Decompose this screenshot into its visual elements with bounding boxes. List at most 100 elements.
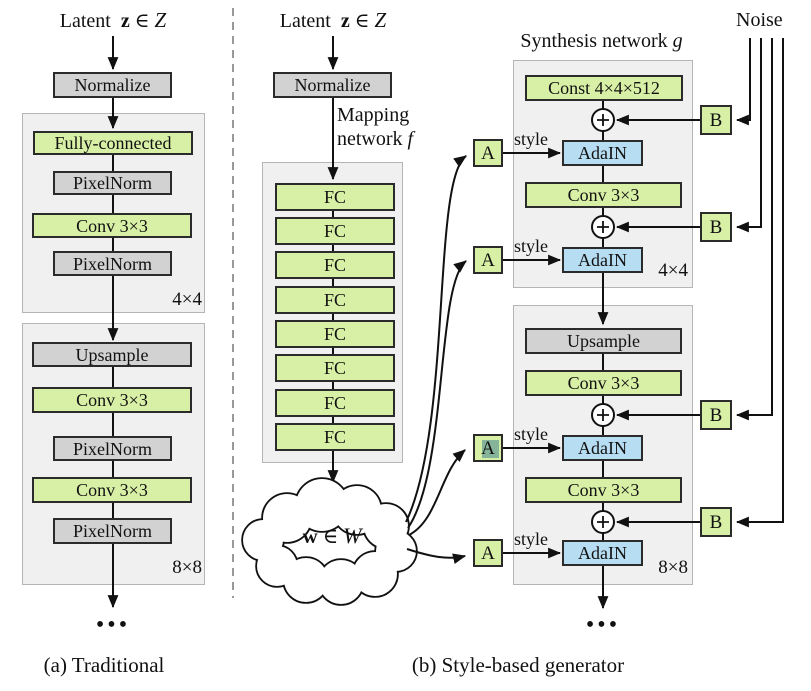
pixelnorm-box-a4: PixelNorm bbox=[53, 518, 172, 544]
style-label-1: style bbox=[514, 129, 548, 150]
style-text-3: style bbox=[514, 424, 548, 444]
fc-label-5: FC bbox=[323, 324, 347, 344]
pixelnorm-label-a1: PixelNorm bbox=[73, 173, 152, 193]
synthesis-title: Synthesis network g bbox=[491, 30, 712, 53]
conv-label-a2: Conv 3×3 bbox=[76, 390, 148, 410]
upsample-box-g: Upsample bbox=[525, 328, 682, 354]
fc-label-7: FC bbox=[323, 393, 347, 413]
style-label-4: style bbox=[514, 529, 548, 550]
normalize-label-b: Normalize bbox=[294, 75, 371, 95]
style-text-1: style bbox=[514, 129, 548, 149]
latent-var-a: z bbox=[120, 10, 130, 32]
latent-space-b: Z bbox=[374, 8, 387, 32]
conv-label-g1: Conv 3×3 bbox=[567, 185, 640, 205]
adain-label-3: AdaIN bbox=[578, 438, 627, 458]
mapping-network-label: Mapping network f bbox=[337, 103, 413, 151]
pixelnorm-label-a3: PixelNorm bbox=[73, 438, 152, 459]
fc-label-8: FC bbox=[323, 427, 347, 447]
fc-label-3: FC bbox=[323, 255, 347, 275]
conv-box-g3: Conv 3×3 bbox=[525, 477, 682, 503]
size-label-a-4x4: 4×4 bbox=[140, 289, 202, 311]
pixelnorm-box-a3: PixelNorm bbox=[53, 436, 172, 461]
b-box-4: B bbox=[700, 507, 732, 537]
conv-label-a1: Conv 3×3 bbox=[76, 215, 148, 236]
w-var: w bbox=[302, 524, 318, 548]
element-of-b: ∈ bbox=[354, 8, 370, 32]
w-element-of: ∈ bbox=[322, 524, 339, 548]
fc-box-1: FC bbox=[275, 183, 395, 211]
a-box-3: A bbox=[473, 434, 503, 462]
ellipsis-b: ••• bbox=[563, 612, 643, 639]
element-of-a: ∈ bbox=[134, 8, 150, 32]
b-label-1: B bbox=[709, 109, 723, 131]
fc-label-1: FC bbox=[323, 187, 347, 207]
a-label-3: A bbox=[481, 437, 495, 459]
w-cloud-label: w∈W bbox=[272, 523, 392, 549]
noise-text: Noise bbox=[736, 9, 783, 31]
size-text-a-8x8: 8×8 bbox=[172, 557, 202, 578]
latent-word-a: Latent bbox=[59, 10, 111, 32]
adain-box-4: AdaIN bbox=[562, 540, 643, 566]
b-box-3: B bbox=[700, 400, 732, 430]
latent-label-b: Latent z∈Z bbox=[243, 8, 423, 33]
latent-var-b: z bbox=[340, 10, 350, 32]
latent-word-b: Latent bbox=[279, 10, 331, 32]
const-box: Const 4×4×512 bbox=[525, 75, 683, 101]
conv-box-a3: Conv 3×3 bbox=[32, 477, 192, 503]
size-label-g-8x8: 8×8 bbox=[626, 557, 688, 579]
b-label-4: B bbox=[709, 511, 723, 533]
caption-text-b: (b) Style-based generator bbox=[411, 653, 625, 677]
fc-box-4: FC bbox=[275, 286, 395, 314]
noise-lines bbox=[735, 38, 784, 528]
a-label-4: A bbox=[481, 542, 495, 564]
adain-label-2: AdaIN bbox=[578, 250, 627, 270]
fc-box-5: FC bbox=[275, 320, 395, 348]
size-text-g-4x4: 4×4 bbox=[658, 260, 688, 281]
adain-box-3: AdaIN bbox=[562, 435, 643, 461]
adain-box-2: AdaIN bbox=[562, 247, 643, 273]
normalize-label-a: Normalize bbox=[74, 75, 151, 95]
fc-label-4: FC bbox=[323, 290, 347, 310]
upsample-label-a: Upsample bbox=[75, 344, 149, 365]
ellipsis-a: ••• bbox=[73, 612, 153, 639]
mapping-fn: f bbox=[407, 128, 414, 150]
size-label-g-4x4: 4×4 bbox=[626, 260, 688, 282]
conv-box-a1: Conv 3×3 bbox=[32, 213, 192, 238]
pixelnorm-box-a1: PixelNorm bbox=[53, 171, 172, 195]
a-box-1: A bbox=[473, 139, 503, 167]
pixelnorm-box-a2: PixelNorm bbox=[53, 251, 172, 276]
a-box-3-highlight bbox=[482, 440, 499, 458]
w-space: W bbox=[343, 523, 362, 548]
fully-connected-label: Fully-connected bbox=[54, 133, 172, 153]
conv-label-g3: Conv 3×3 bbox=[567, 480, 640, 500]
fc-box-2: FC bbox=[275, 217, 395, 245]
fc-label-6: FC bbox=[323, 358, 347, 378]
style-label-3: style bbox=[514, 424, 548, 445]
a-label-1: A bbox=[481, 142, 495, 164]
b-box-1: B bbox=[700, 105, 732, 135]
a-box-4: A bbox=[473, 539, 503, 567]
upsample-label-g: Upsample bbox=[567, 331, 640, 351]
size-text-a-4x4: 4×4 bbox=[172, 289, 202, 310]
noise-label: Noise bbox=[736, 9, 783, 32]
fc-box-3: FC bbox=[275, 251, 395, 279]
size-text-g-8x8: 8×8 bbox=[658, 557, 688, 578]
conv-box-a2: Conv 3×3 bbox=[32, 387, 192, 413]
b-label-2: B bbox=[709, 216, 723, 238]
synthesis-title-text: Synthesis network bbox=[520, 30, 668, 52]
ellipsis-text-b: ••• bbox=[585, 612, 621, 638]
synthesis-fn: g bbox=[672, 30, 683, 52]
conv-label-a3: Conv 3×3 bbox=[76, 480, 148, 500]
upsample-box-a: Upsample bbox=[32, 342, 192, 367]
adain-box-1: AdaIN bbox=[562, 140, 643, 166]
latent-space-a: Z bbox=[154, 8, 167, 32]
ellipsis-text-a: ••• bbox=[95, 612, 131, 638]
adain-label-1: AdaIN bbox=[578, 143, 627, 163]
style-text-4: style bbox=[514, 529, 548, 549]
style-text-2: style bbox=[514, 236, 548, 256]
conv-box-g2: Conv 3×3 bbox=[525, 370, 682, 396]
const-label: Const 4×4×512 bbox=[548, 78, 660, 98]
pixelnorm-label-a4: PixelNorm bbox=[73, 521, 152, 541]
fc-box-7: FC bbox=[275, 389, 395, 417]
